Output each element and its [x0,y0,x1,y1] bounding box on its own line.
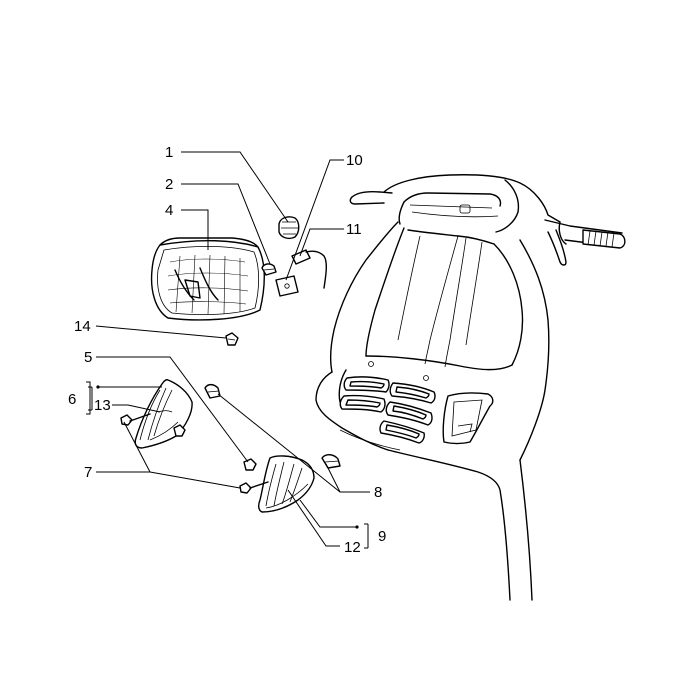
scooter-front-shield [315,174,626,601]
bulb-holder [278,216,300,240]
callout-10: 10 [346,152,363,169]
turn-signal-socket-right [321,454,341,469]
leader-lines [88,151,370,549]
dot-marker [355,525,359,529]
callout-5: 5 [84,349,92,366]
headlamp-assembly [150,237,265,346]
turn-signal-socket-left [204,383,221,399]
callout-14: 14 [74,318,91,335]
callout-11: 11 [346,221,362,238]
callout-12: 12 [344,539,361,556]
callout-7: 7 [84,464,92,481]
callout-4: 4 [165,202,173,219]
right-turn-signal [239,455,315,513]
bulb [261,263,277,276]
wiring-connector [291,249,327,289]
callout-13: 13 [94,397,111,414]
bracket-6 [86,381,91,415]
callout-2: 2 [165,176,173,193]
callout-1: 1 [165,144,173,161]
callout-9: 9 [378,528,386,545]
dot-marker [96,385,100,389]
callout-labels: 1 2 4 10 11 14 5 6 13 7 8 9 12 [68,144,386,556]
callout-8: 8 [374,484,382,501]
callout-6: 6 [68,391,76,408]
lamp-bracket [275,275,299,297]
